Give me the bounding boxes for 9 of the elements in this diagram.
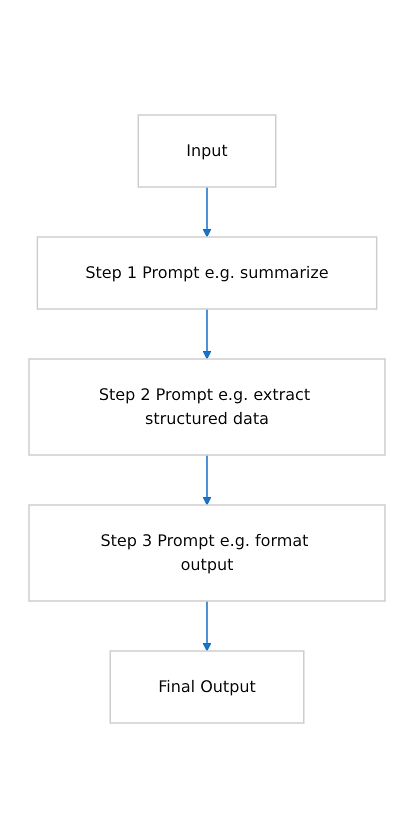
arrow: [202, 308, 212, 359]
node-box: Step 3 Prompt e.g. format output: [28, 504, 386, 602]
arrow: [202, 186, 212, 237]
node-box: Step 2 Prompt e.g. extract structured data: [28, 358, 386, 456]
node-box: Step 1 Prompt e.g. summarize: [36, 236, 378, 310]
node-box: Final Output: [109, 650, 305, 724]
arrow: [202, 454, 212, 505]
node-box: Input: [138, 114, 276, 188]
arrow: [202, 600, 212, 651]
